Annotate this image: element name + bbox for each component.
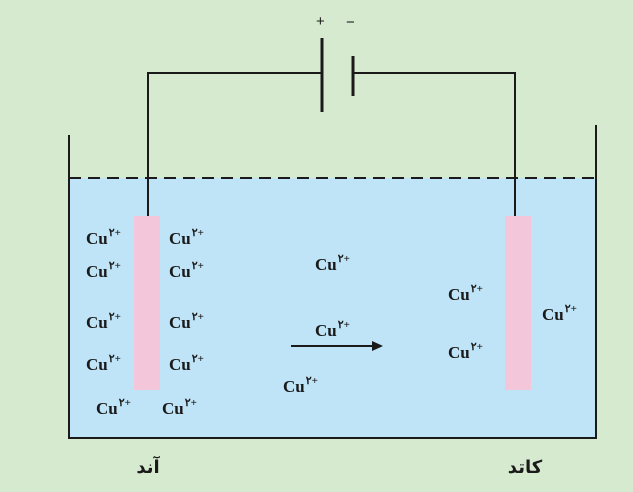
ion-charge: ۲+ [192, 260, 204, 272]
copper-ion-anode-left: Cu۲+ [86, 353, 121, 374]
copper-ion-anode-bottom: Cu۲+ [162, 397, 197, 418]
ion-charge: ۲+ [338, 253, 350, 265]
ion-charge: ۲+ [306, 375, 318, 387]
ion-charge: ۲+ [471, 341, 483, 353]
ion-symbol: Cu [169, 355, 191, 374]
ion-symbol: Cu [86, 355, 108, 374]
copper-ion-cathode-left: Cu۲+ [448, 283, 483, 304]
ion-symbol: Cu [448, 285, 470, 304]
copper-ion-anode-right: Cu۲+ [169, 260, 204, 281]
copper-ions: Cu۲+Cu۲+Cu۲+Cu۲+Cu۲+Cu۲+Cu۲+Cu۲+Cu۲+Cu۲+… [86, 227, 577, 418]
ion-charge: ۲+ [109, 227, 121, 239]
copper-ion-anode-right: Cu۲+ [169, 227, 204, 248]
container-wall [68, 125, 597, 439]
ion-symbol: Cu [86, 262, 108, 281]
ion-symbol: Cu [283, 377, 305, 396]
ion-charge: ۲+ [192, 227, 204, 239]
ion-charge: ۲+ [338, 319, 350, 331]
anode-electrode [134, 216, 160, 390]
ion-symbol: Cu [169, 313, 191, 332]
ion-symbol: Cu [542, 305, 564, 324]
copper-ion-solution: Cu۲+ [283, 375, 318, 396]
ion-charge: ۲+ [565, 303, 577, 315]
ion-charge: ۲+ [192, 311, 204, 323]
battery-plus-sign: + [316, 13, 325, 30]
copper-ion-solution: Cu۲+ [315, 253, 350, 274]
wire-cathode [353, 72, 516, 216]
ion-charge: ۲+ [109, 311, 121, 323]
ion-charge: ۲+ [119, 397, 131, 409]
copper-ion-solution-moving: Cu۲+ [315, 319, 350, 340]
ion-symbol: Cu [315, 321, 337, 340]
copper-ion-anode-right: Cu۲+ [169, 311, 204, 332]
copper-ion-anode-right: Cu۲+ [169, 353, 204, 374]
copper-ion-cathode-left: Cu۲+ [448, 341, 483, 362]
ion-symbol: Cu [86, 313, 108, 332]
battery-minus-sign: − [346, 14, 355, 31]
ion-charge: ۲+ [471, 283, 483, 295]
ion-charge: ۲+ [185, 397, 197, 409]
ion-symbol: Cu [315, 255, 337, 274]
copper-ion-anode-left: Cu۲+ [86, 260, 121, 281]
anode-label: آند [136, 455, 160, 478]
cathode-label: کاتد [508, 457, 543, 478]
copper-ion-anode-bottom: Cu۲+ [96, 397, 131, 418]
ion-symbol: Cu [169, 262, 191, 281]
copper-ion-anode-left: Cu۲+ [86, 227, 121, 248]
arrow-head [372, 341, 383, 351]
wire-anode [147, 72, 322, 216]
ion-symbol: Cu [162, 399, 184, 418]
cathode-electrode [505, 216, 531, 390]
copper-ion-anode-left: Cu۲+ [86, 311, 121, 332]
ion-charge: ۲+ [192, 353, 204, 365]
ion-symbol: Cu [169, 229, 191, 248]
ion-charge: ۲+ [109, 260, 121, 272]
ion-charge: ۲+ [109, 353, 121, 365]
ion-symbol: Cu [96, 399, 118, 418]
ion-symbol: Cu [86, 229, 108, 248]
ion-symbol: Cu [448, 343, 470, 362]
copper-ion-cathode-right: Cu۲+ [542, 303, 577, 324]
